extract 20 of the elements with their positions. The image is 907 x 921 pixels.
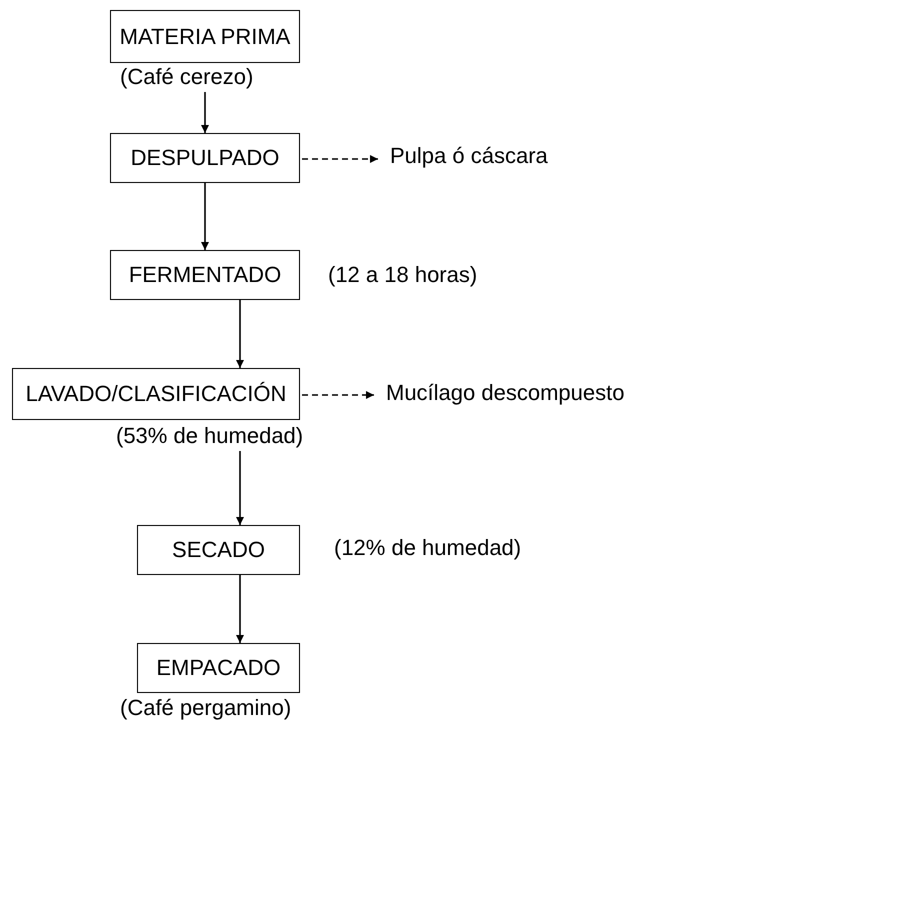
- step-note: (Café cerezo): [120, 64, 254, 90]
- arrow: [302, 391, 374, 399]
- step-note: (12% de humedad): [334, 535, 522, 561]
- arrow: [201, 92, 209, 133]
- step-note: (53% de humedad): [116, 423, 304, 449]
- arrow: [236, 300, 244, 368]
- output-label: Mucílago descompuesto: [386, 380, 624, 406]
- process-box: SECADO: [137, 525, 300, 575]
- arrow: [302, 155, 378, 163]
- process-box: LAVADO/CLASIFICACIÓN: [12, 368, 300, 420]
- step-note: (12 a 18 horas): [328, 262, 478, 288]
- process-box: DESPULPADO: [110, 133, 300, 183]
- process-box: MATERIA PRIMA: [110, 10, 300, 63]
- arrow: [236, 575, 244, 643]
- arrow: [201, 183, 209, 250]
- process-box: FERMENTADO: [110, 250, 300, 300]
- process-box: EMPACADO: [137, 643, 300, 693]
- step-note: (Café pergamino): [120, 695, 292, 721]
- arrow: [236, 451, 244, 525]
- output-label: Pulpa ó cáscara: [390, 143, 548, 169]
